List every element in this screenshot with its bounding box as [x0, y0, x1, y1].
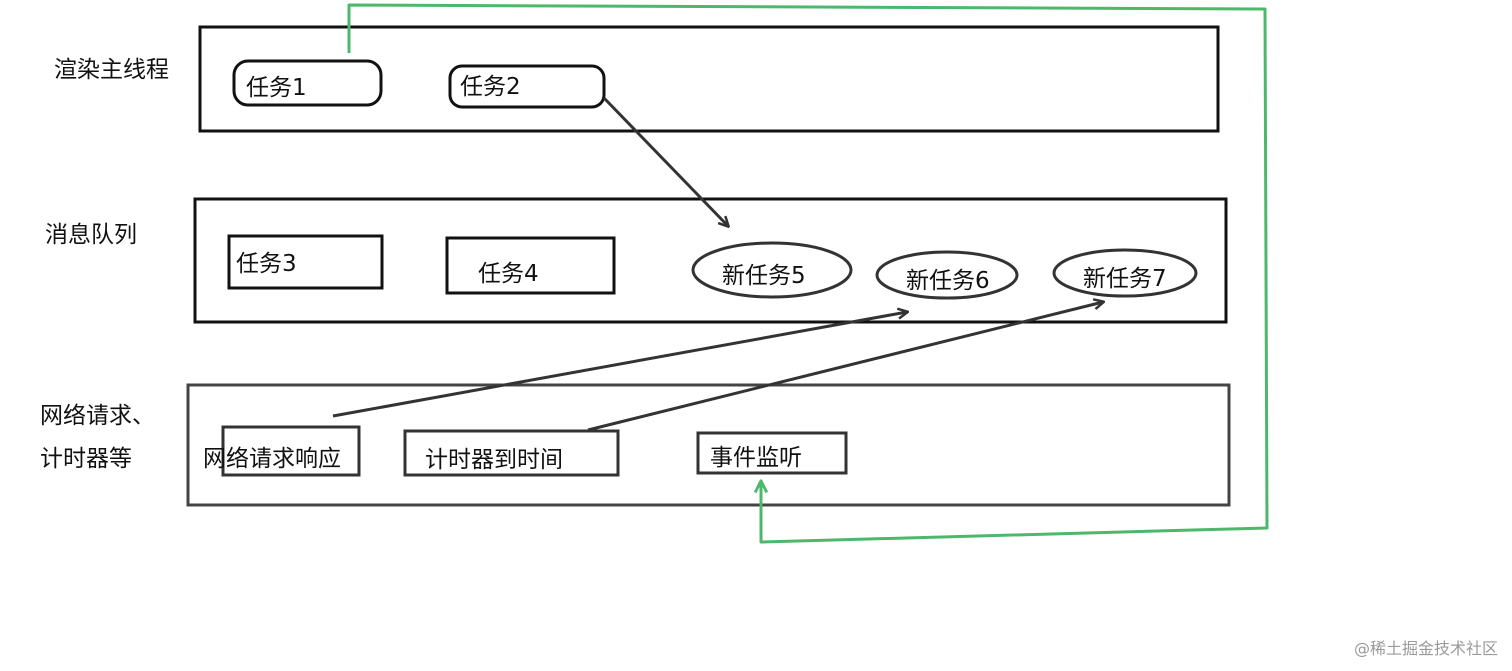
event-listener-label: 事件监听	[710, 445, 802, 471]
arrow-task2-to-new5	[602, 96, 728, 226]
io-label-line1: 网络请求、	[40, 403, 155, 429]
watermark-text: @稀土掘金技术社区	[1353, 639, 1498, 658]
task2-box	[448, 64, 606, 109]
task1-label: 任务1	[246, 75, 307, 101]
task1-box	[232, 59, 383, 107]
arrow-timer-to-new7	[587, 302, 1103, 432]
task3-label: 任务3	[236, 251, 297, 277]
message-queue-label: 消息队列	[45, 222, 137, 248]
network-response-box	[221, 425, 361, 477]
new-task5-label: 新任务5	[722, 263, 806, 289]
task2-label: 任务2	[460, 74, 521, 100]
new-task6-label: 新任务6	[906, 268, 990, 294]
render-lane-box	[198, 25, 1220, 133]
task3-box	[227, 234, 384, 290]
io-label-line2: 计时器等	[40, 446, 132, 472]
task4-box	[445, 236, 616, 295]
io-lane-box	[186, 383, 1231, 507]
new-task7-label: 新任务7	[1083, 266, 1167, 292]
event-listener-box	[696, 431, 848, 475]
new-task7-ellipse	[1052, 248, 1198, 298]
queue-lane-box	[193, 197, 1228, 324]
green-loop-arrow	[347, 3, 1269, 544]
timer-box	[403, 429, 620, 477]
render-thread-label: 渲染主线程	[54, 57, 169, 83]
new-task6-ellipse	[875, 250, 1019, 300]
new-task5-ellipse	[691, 241, 853, 299]
timer-label: 计时器到时间	[425, 447, 563, 473]
arrow-network-to-new6	[332, 312, 907, 418]
task4-label: 任务4	[478, 261, 539, 287]
network-response-label: 网络请求响应	[203, 446, 341, 472]
